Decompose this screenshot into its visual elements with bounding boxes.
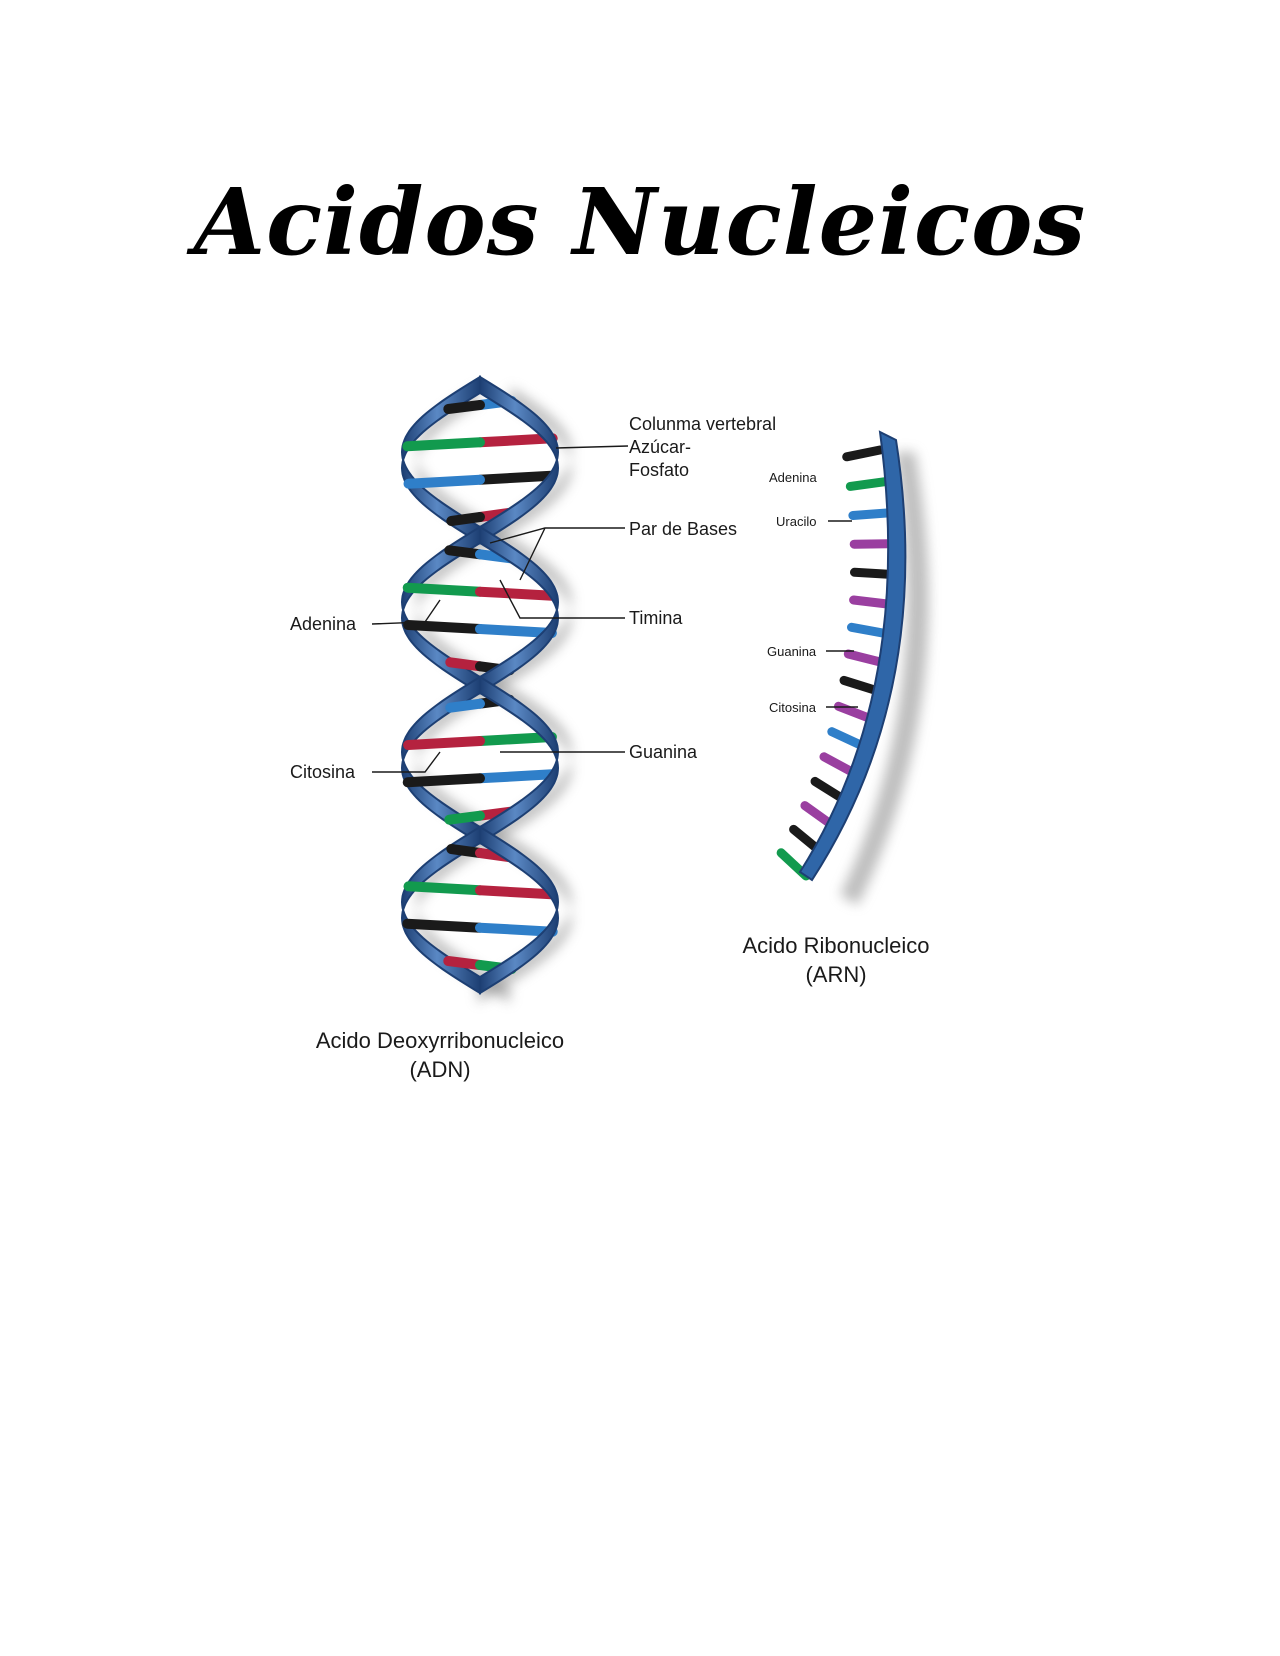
base-pair-leader <box>489 527 625 581</box>
dna-base <box>475 624 557 638</box>
dna-strand-b-segment <box>479 825 560 995</box>
dna-thymine-label: Timina <box>629 608 683 628</box>
dna-base <box>475 433 558 448</box>
cytosine-leader <box>372 751 441 773</box>
dna-base <box>445 698 485 713</box>
dna-strand-shadow <box>416 387 572 1003</box>
dna-base-pairs <box>402 396 558 974</box>
dna-leader-lines <box>371 445 629 773</box>
rna-backbone <box>798 430 907 882</box>
rna-uracil-label: Uracilo <box>776 514 816 529</box>
rna-base <box>827 727 868 751</box>
dna-base <box>403 881 485 896</box>
rna-base <box>845 477 889 491</box>
rna-single-strand <box>776 430 929 905</box>
dna-base <box>402 437 485 452</box>
dna-base <box>402 582 485 597</box>
dna-base <box>402 773 485 788</box>
dna-shadow <box>416 387 572 1003</box>
dna-adenine-label: Adenina <box>290 614 357 634</box>
dna-base <box>475 769 558 784</box>
dna-base <box>444 545 485 560</box>
dna-base <box>403 474 485 489</box>
rna-base <box>834 701 875 724</box>
dna-base-pair-label: Par de Bases <box>629 519 737 539</box>
rna-base <box>839 675 881 696</box>
dna-base <box>443 400 485 414</box>
dna-base <box>475 586 558 601</box>
page-title: Acidos Nucleicos <box>193 168 1087 276</box>
dna-base <box>403 736 485 750</box>
dna-base <box>444 810 485 825</box>
dna-backbone-label-line3: Fosfato <box>629 460 689 480</box>
dna-base <box>475 922 558 937</box>
dna-cytosine-label: Citosina <box>290 762 356 782</box>
dna-caption-line2: (ADN) <box>409 1057 470 1082</box>
dna-base <box>475 885 557 900</box>
rna-leader-lines <box>826 520 858 708</box>
dna-backbone-label-line2: Azúcar- <box>629 437 691 457</box>
thymine-leader <box>499 579 625 619</box>
dna-base <box>443 956 485 970</box>
dna-base <box>446 512 485 526</box>
backbone-leader <box>555 445 629 449</box>
rna-base <box>848 508 892 520</box>
dna-base <box>475 732 557 746</box>
rna-caption-line2: (ARN) <box>805 962 866 987</box>
rna-shadow <box>840 452 929 905</box>
rna-base <box>850 567 893 579</box>
rna-base <box>842 445 885 462</box>
dna-base <box>402 918 485 933</box>
dna-caption-line1: Acido Deoxyrribonucleico <box>316 1028 564 1053</box>
rna-base <box>843 649 886 667</box>
dna-strand-shadow <box>416 387 572 1003</box>
rna-caption-line1: Acido Ribonucleico <box>742 933 929 958</box>
adenine-leader <box>371 599 441 625</box>
dna-base <box>403 620 485 634</box>
dna-base <box>475 470 557 485</box>
rna-base <box>847 622 890 638</box>
rna-cytosine-label: Citosina <box>769 700 817 715</box>
rna-guanine-label: Guanina <box>767 644 817 659</box>
rna-adenine-label: Adenina <box>769 470 817 485</box>
dna-front-strand <box>479 375 560 995</box>
dna-backbone-label-line1: Colunma vertebral <box>629 414 776 434</box>
dna-back-strand <box>400 375 481 995</box>
rna-base <box>819 752 859 778</box>
dna-double-helix <box>400 375 572 1003</box>
dna-guanine-label: Guanina <box>629 742 698 762</box>
rna-base <box>849 595 892 609</box>
